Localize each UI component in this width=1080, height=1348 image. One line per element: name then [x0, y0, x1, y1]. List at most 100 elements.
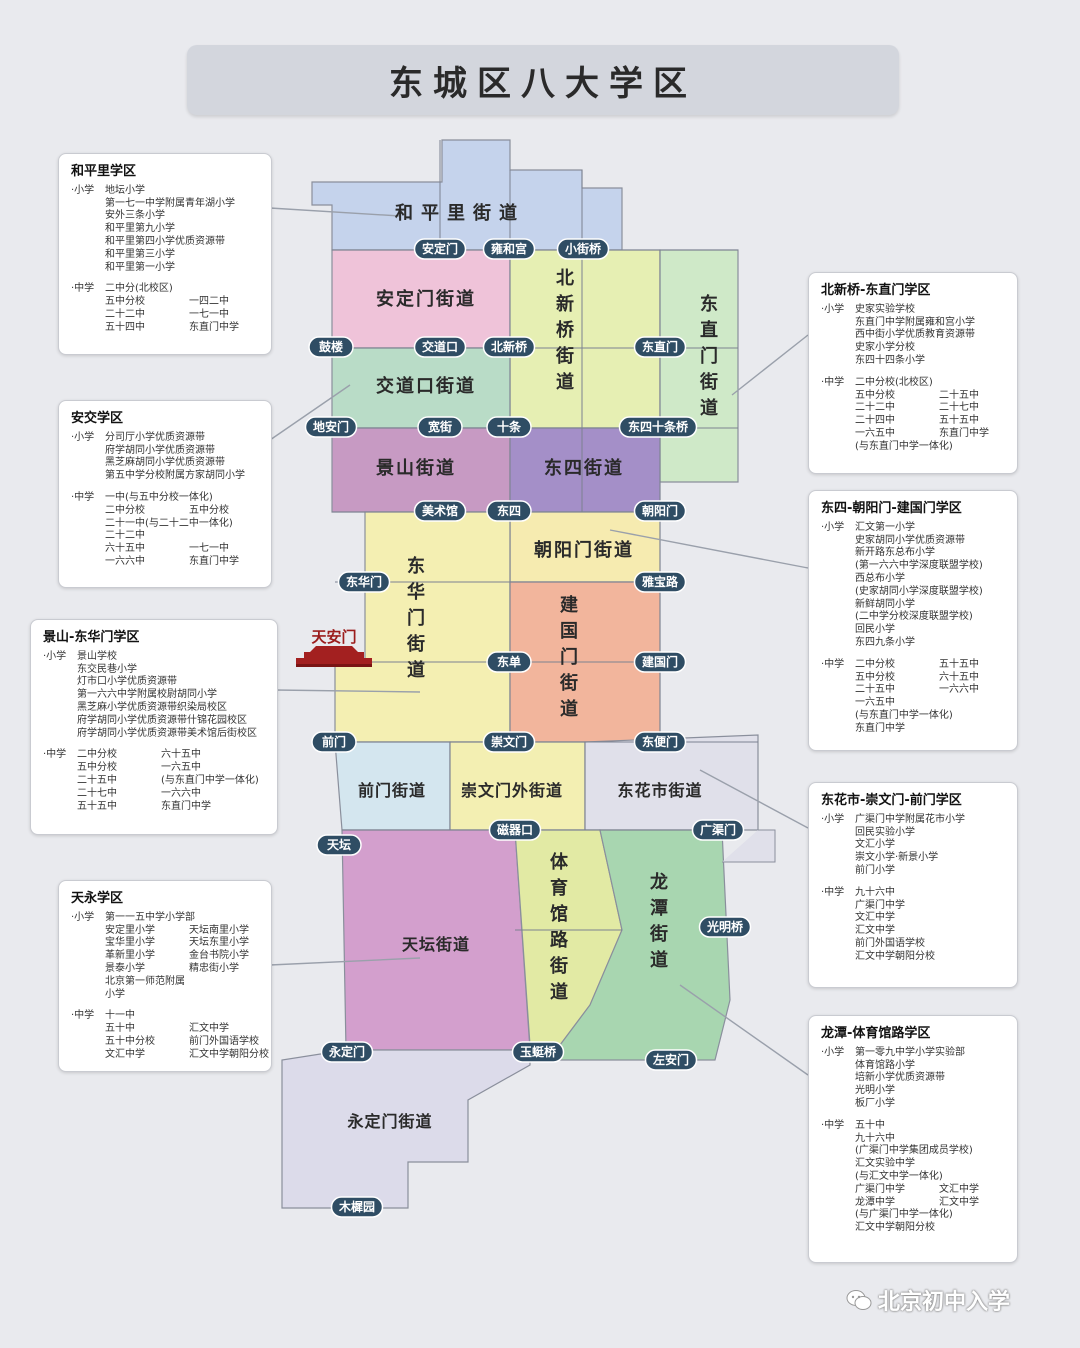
- node-badge: [413, 238, 467, 260]
- primary-school: 史家小学分校: [855, 342, 915, 354]
- tiananmen-base: [296, 664, 372, 667]
- primary-school: 天坛南里小学: [189, 924, 249, 936]
- primary-school: 广渠门中学附属花市小学: [855, 813, 965, 825]
- node-badge: [337, 571, 391, 593]
- node-badge: [633, 571, 687, 593]
- middle-school: 二十五中: [855, 684, 895, 696]
- street-label-andingmen: 安定门街道: [376, 288, 476, 310]
- primary-school: 第一零九中学小学实验部: [855, 1046, 965, 1058]
- middle-school: 二十一中(与二十二中一体化): [105, 517, 233, 529]
- middle-school: 汇文中学: [939, 1196, 979, 1208]
- node-badge: [320, 1041, 374, 1063]
- middle-school: 二十七中: [939, 402, 979, 414]
- primary-school: 黑芝麻胡同小学优质资源带: [105, 457, 225, 469]
- node-label: 鼓楼: [319, 339, 343, 354]
- middle-row: 一六五中东直门中学: [855, 428, 1017, 441]
- middle-schools: ·中学二中分(北校区)五中分校一四二中二十二中一七一中五十四中东直门中学: [71, 283, 271, 334]
- middle-school: 五中分校: [77, 762, 117, 774]
- middle-row: 五十中汇文中学: [105, 1023, 271, 1036]
- middle-school: 九十六中: [855, 886, 895, 898]
- spacer: [59, 483, 271, 492]
- primary-school: (第一六六中学深度联盟学校): [855, 560, 983, 572]
- primary-school: 府学胡同小学优质资源带美术馆后街校区: [77, 727, 257, 739]
- primary-school: 体育馆路小学: [855, 1059, 915, 1071]
- watermark-text: 北京初中入学: [878, 1290, 1011, 1315]
- primary-school: 北京第一师范附属小学: [105, 975, 185, 1000]
- panel-title: 安交学区: [71, 411, 124, 426]
- middle-schools: ·中学一中(与五中分校一体化)二中分校五中分校二十一中(与二十二中一体化)二十二…: [71, 492, 271, 569]
- node-badge: [633, 651, 687, 673]
- middle-school: 五十四中: [105, 321, 145, 333]
- primary-school: 板厂小学: [855, 1097, 895, 1109]
- middle-row: 五中分校二十五中: [855, 390, 1017, 403]
- primary-school: 金台书院小学: [189, 950, 249, 962]
- node-label: 木樨园: [338, 1199, 375, 1214]
- middle-row: 二十二中一七一中: [105, 309, 271, 322]
- primary-school: 第一六六中学附属校尉胡同小学: [77, 689, 217, 701]
- middle-school: 二十七中: [77, 787, 117, 799]
- middle-schools: ·中学二中分校六十五中五中分校一六五中二十五中(与东直门中学一体化)二十七中一六…: [43, 749, 277, 813]
- middle-school: 二十四中: [855, 415, 895, 427]
- primary-label: ·小学: [821, 813, 845, 825]
- node-label: 永定门: [328, 1044, 365, 1059]
- middle-school: 汇文中学朝阳分校: [855, 950, 935, 962]
- primary-schools: ·小学地坛小学第一七一中学附属青年湖小学安外三条小学和平里第九小学和平里第四小学…: [71, 185, 271, 275]
- node-label: 前门: [322, 734, 346, 749]
- node-badge: [486, 651, 532, 673]
- middle-row: 五十中分校前门外国语学校: [105, 1036, 271, 1049]
- spacer: [809, 1111, 1017, 1120]
- spacer: [31, 740, 277, 749]
- middle-label: ·中学: [71, 1010, 95, 1022]
- panel-title: 东花市-崇文门-前门学区: [821, 793, 962, 808]
- middle-school: 五十五中: [939, 658, 979, 670]
- primary-school: 东四九条小学: [855, 636, 915, 648]
- node-badge: [511, 1041, 565, 1063]
- primary-school: 天坛东里小学: [189, 937, 249, 949]
- watermark: 北京初中入学: [846, 1284, 1010, 1316]
- primary-school: 府学胡同小学优质资源带: [105, 444, 215, 456]
- primary-school: 灯市口小学优质资源带: [77, 676, 177, 688]
- middle-row: 文汇中学 汇文中学朝阳分校: [105, 1049, 271, 1062]
- middle-school: 十一中: [105, 1010, 135, 1022]
- middle-school: 汇文中学朝阳分校: [189, 1048, 269, 1060]
- middle-school: 六十五中: [161, 749, 201, 761]
- node-badge: [633, 500, 687, 522]
- primary-school: 精忠街小学: [189, 962, 239, 974]
- middle-school: 六十五中: [939, 671, 979, 683]
- node-badge: [633, 731, 687, 753]
- node-label: 雅宝路: [641, 574, 679, 589]
- node-badge: [486, 500, 532, 522]
- region-hepingli: [311, 139, 623, 251]
- node-label: 东四十条桥: [628, 419, 689, 434]
- middle-school: 一六五中: [161, 762, 201, 774]
- street-label-chongwenmenwai: 崇文门外街道: [461, 781, 563, 800]
- node-label: 东四: [497, 503, 521, 518]
- primary-row: 宝华里小学天坛东里小学: [105, 937, 271, 950]
- middle-school: (广渠门中学集团成员学校): [855, 1145, 973, 1157]
- primary-school: 崇文小学·新景小学: [855, 852, 939, 864]
- panel-connector: [269, 957, 421, 966]
- middle-school: 五十中: [855, 1119, 885, 1131]
- node-label: 地安门: [313, 419, 349, 434]
- middle-row: 二十五中(与东直门中学一体化): [77, 775, 277, 788]
- middle-label: ·中学: [821, 886, 845, 898]
- primary-row: 革新里小学金台书院小学: [105, 950, 271, 963]
- middle-school: 二十五中: [77, 774, 117, 786]
- node-label: 交道口: [422, 339, 458, 354]
- node-label: 雍和宫: [491, 241, 527, 256]
- panel-title: 景山-东华门学区: [43, 630, 140, 645]
- node-badge: [488, 819, 542, 841]
- middle-school: 文汇中学: [105, 1048, 145, 1060]
- primary-label: ·小学: [71, 431, 95, 443]
- primary-row: 安定里小学天坛南里小学: [105, 925, 271, 938]
- node-label: 光明桥: [706, 919, 744, 934]
- node-label: 广渠门: [700, 822, 736, 837]
- node-label: 美术馆: [422, 503, 458, 518]
- node-label: 安定门: [422, 241, 458, 256]
- node-label: 崇文门: [491, 734, 527, 749]
- node-badge: [482, 731, 536, 753]
- middle-schools: ·中学二中分校五十五中五中分校六十五中二十五中一六六中一六五中(与东直门中学一体…: [821, 659, 1017, 736]
- primary-label: ·小学: [821, 1046, 845, 1058]
- node-badge: [618, 416, 698, 438]
- node-label: 北新桥: [491, 339, 528, 354]
